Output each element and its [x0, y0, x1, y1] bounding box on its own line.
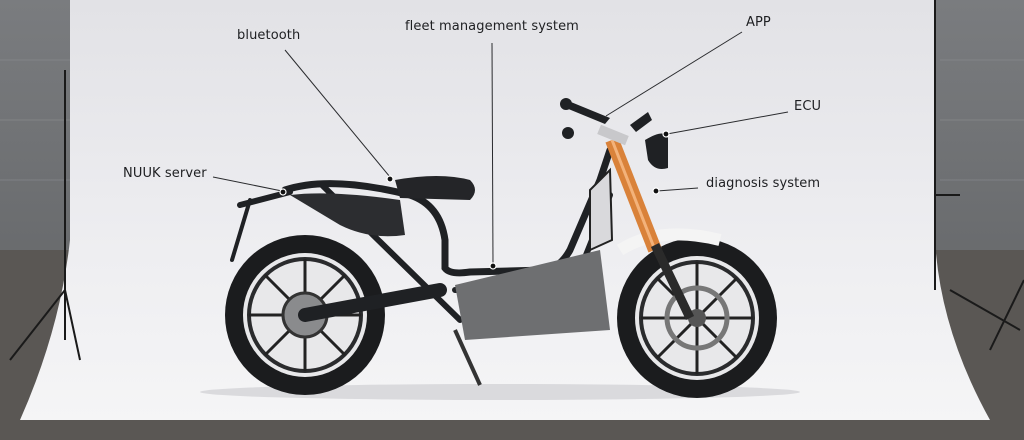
label-app: APP	[746, 15, 771, 30]
leader-app	[605, 31, 743, 117]
leader-diagnosis	[656, 187, 699, 192]
anchor-dot	[662, 130, 670, 138]
anchor-dot	[489, 262, 497, 270]
seat	[395, 176, 475, 200]
anchor-dot	[652, 187, 660, 195]
label-nuuk-server: NUUK server	[123, 166, 207, 181]
anchor-dot	[279, 188, 287, 196]
label-diagnosis: diagnosis system	[706, 176, 821, 191]
battery-pack	[455, 250, 610, 340]
leader-server	[212, 176, 283, 192]
leader-bluetooth	[284, 49, 391, 178]
front-wheel	[617, 238, 777, 398]
leader-ecu	[666, 111, 789, 135]
leader-lines	[212, 31, 789, 265]
leader-fleet	[491, 42, 494, 265]
backdrop	[20, 0, 990, 420]
label-ecu: ECU	[794, 99, 822, 114]
anchor-points	[279, 130, 670, 270]
label-bluetooth: bluetooth	[237, 28, 301, 43]
front-fork	[597, 124, 695, 320]
label-fleet-management: fleet management system	[405, 19, 579, 34]
handlebar	[560, 98, 668, 169]
anchor-dot	[386, 175, 394, 183]
